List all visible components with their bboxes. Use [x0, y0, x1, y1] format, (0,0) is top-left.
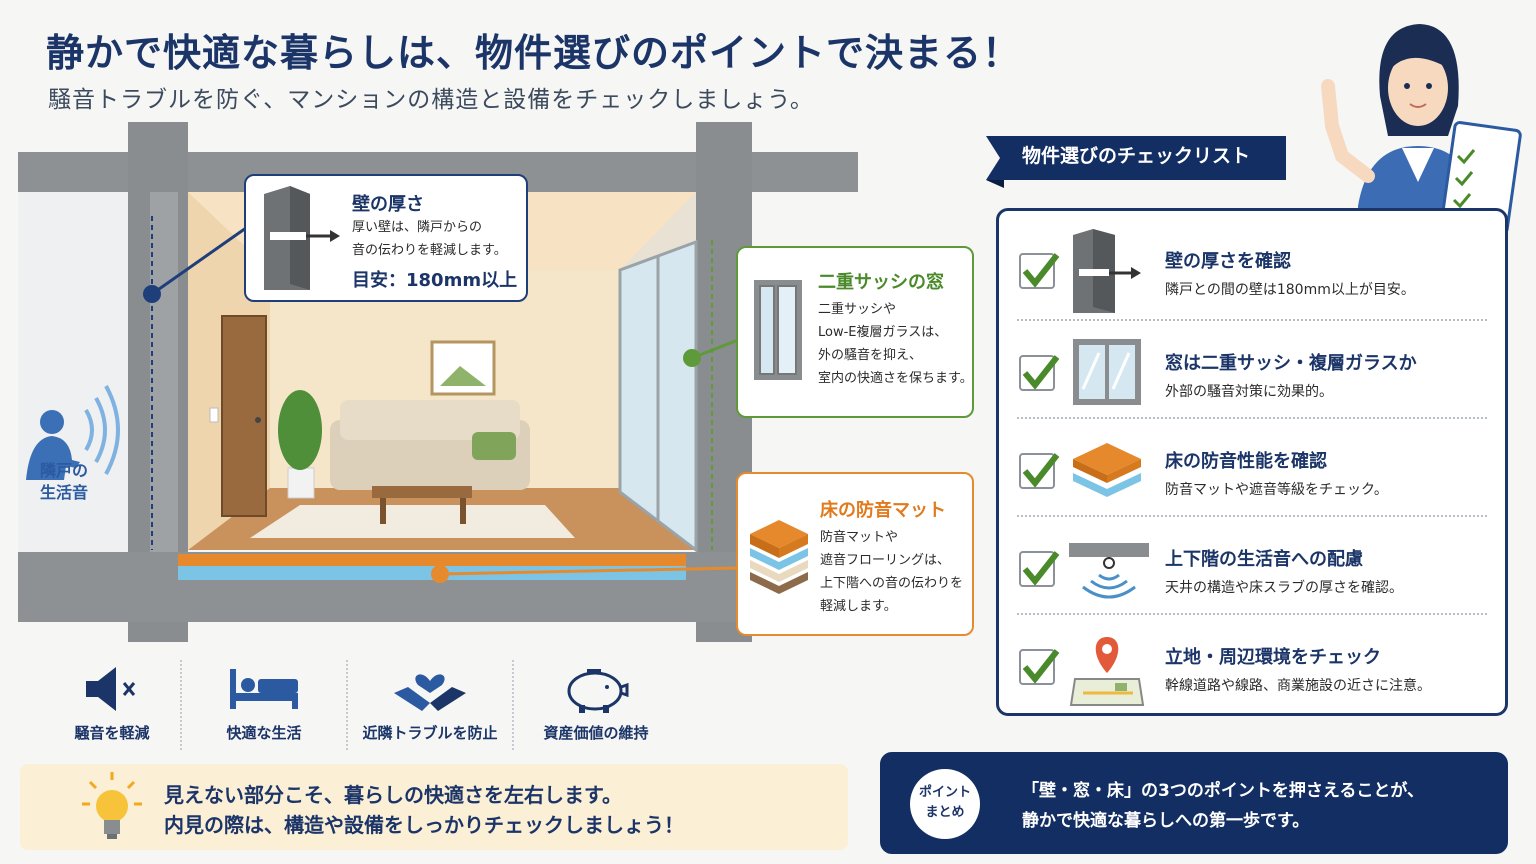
floor-callout-title: 床の防音マット — [820, 500, 946, 521]
wall-icon — [260, 184, 344, 296]
checklist-item: 立地・周辺環境をチェック 幹線道路や線路、商業施設の近さに注意。 — [999, 613, 1505, 709]
building-cross-section: 隣戸の 生活音 — [0, 120, 980, 650]
benefit-item: 近隣トラブルを防止 — [346, 660, 512, 750]
divider — [1017, 515, 1487, 517]
benefit-item: 資産価値の維持 — [512, 660, 678, 750]
wall-icon — [1069, 229, 1145, 317]
checklist-item: 床の防音性能を確認 防音マットや遮音等級をチェック。 — [999, 417, 1505, 513]
tip-text: 見えない部分こそ、暮らしの快適さを左右します。 内見の際は、構造や設備をしっかり… — [164, 783, 684, 837]
divider — [1017, 417, 1487, 419]
tip-banner: 見えない部分こそ、暮らしの快適さを左右します。 内見の際は、構造や設備をしっかり… — [20, 764, 848, 850]
speaker-mute-icon — [44, 660, 180, 718]
benefit-item: 騒音を軽減 — [44, 660, 180, 750]
divider — [1017, 319, 1487, 321]
wall-callout-text: 厚い壁は、隣戸からの 音の伝わりを軽減します。 — [352, 220, 507, 258]
checkbox-checked[interactable] — [1019, 649, 1060, 685]
page-title: 静かで快適な暮らしは、物件選びのポイントで決まる！ — [46, 31, 1022, 75]
floor-callout-text: 防音マットや 遮音フローリングは、 上下階への音の伝わりを 軽減します。 — [820, 530, 964, 614]
checkbox-checked[interactable] — [1019, 253, 1060, 289]
bed-icon — [182, 660, 346, 718]
divider — [1017, 613, 1487, 615]
benefits-row: 騒音を軽減 快適な生活 近隣トラブルを防止 — [44, 660, 684, 750]
checklist-item: 上下階の生活音への配慮 天井の構造や床スラブの厚さを確認。 — [999, 515, 1505, 611]
lightbulb-icon — [80, 770, 144, 848]
summary-text: 「壁・窓・床」の3つのポイントを押さえることが、 静かで快適な暮らしへの第一歩で… — [1022, 781, 1424, 831]
window-callout-text: 二重サッシや Low-E複層ガラスは、 外の騒音を抑え、 室内の快適さを保ちます… — [818, 302, 973, 386]
double-sash-callout: 二重サッシの窓 二重サッシや Low-E複層ガラスは、 外の騒音を抑え、 室内の… — [736, 246, 974, 418]
checklist-title-banner: 物件選びのチェックリスト — [986, 128, 1286, 188]
room-illustration — [18, 122, 858, 642]
checkbox-checked[interactable] — [1019, 355, 1060, 391]
piggy-bank-icon — [514, 660, 678, 718]
wall-callout-note: 目安：180mm以上 — [352, 270, 518, 291]
floor-mat-callout: 床の防音マット 防音マットや 遮音フローリングは、 上下階への音の伝わりを 軽減… — [736, 472, 974, 636]
summary-banner: ポイント まとめ 「壁・窓・床」の3つのポイントを押さえることが、 静かで快適な… — [880, 752, 1508, 854]
double-window-icon — [750, 276, 810, 390]
checkbox-checked[interactable] — [1019, 551, 1060, 587]
window-icon — [1069, 331, 1145, 415]
summary-badge: ポイント まとめ — [910, 769, 980, 839]
checklist-panel: 壁の厚さを確認 隣戸との間の壁は180mm以上が目安。 窓は二重サッシ・複層ガラ… — [996, 208, 1508, 716]
neighbor-noise-label: 隣戸の 生活音 — [40, 461, 89, 502]
ceiling-sound-icon — [1069, 527, 1149, 613]
handshake-heart-icon — [348, 660, 512, 718]
page-subtitle: 騒音トラブルを防ぐ、マンションの構造と設備をチェックしましょう。 — [48, 87, 814, 113]
checkbox-checked[interactable] — [1019, 453, 1060, 489]
checklist-item: 窓は二重サッシ・複層ガラスか 外部の騒音対策に効果的。 — [999, 319, 1505, 415]
wall-thickness-callout: 壁の厚さ 厚い壁は、隣戸からの 音の伝わりを軽減します。 目安：180mm以上 — [244, 174, 528, 302]
benefit-item: 快適な生活 — [180, 660, 346, 750]
floor-layers-icon — [746, 514, 812, 598]
floor-layers-icon — [1069, 429, 1145, 515]
window-callout-title: 二重サッシの窓 — [818, 272, 944, 293]
checklist-item: 壁の厚さを確認 隣戸との間の壁は180mm以上が目安。 — [999, 217, 1505, 313]
wall-callout-title: 壁の厚さ — [352, 194, 424, 215]
map-pin-icon — [1069, 625, 1145, 711]
